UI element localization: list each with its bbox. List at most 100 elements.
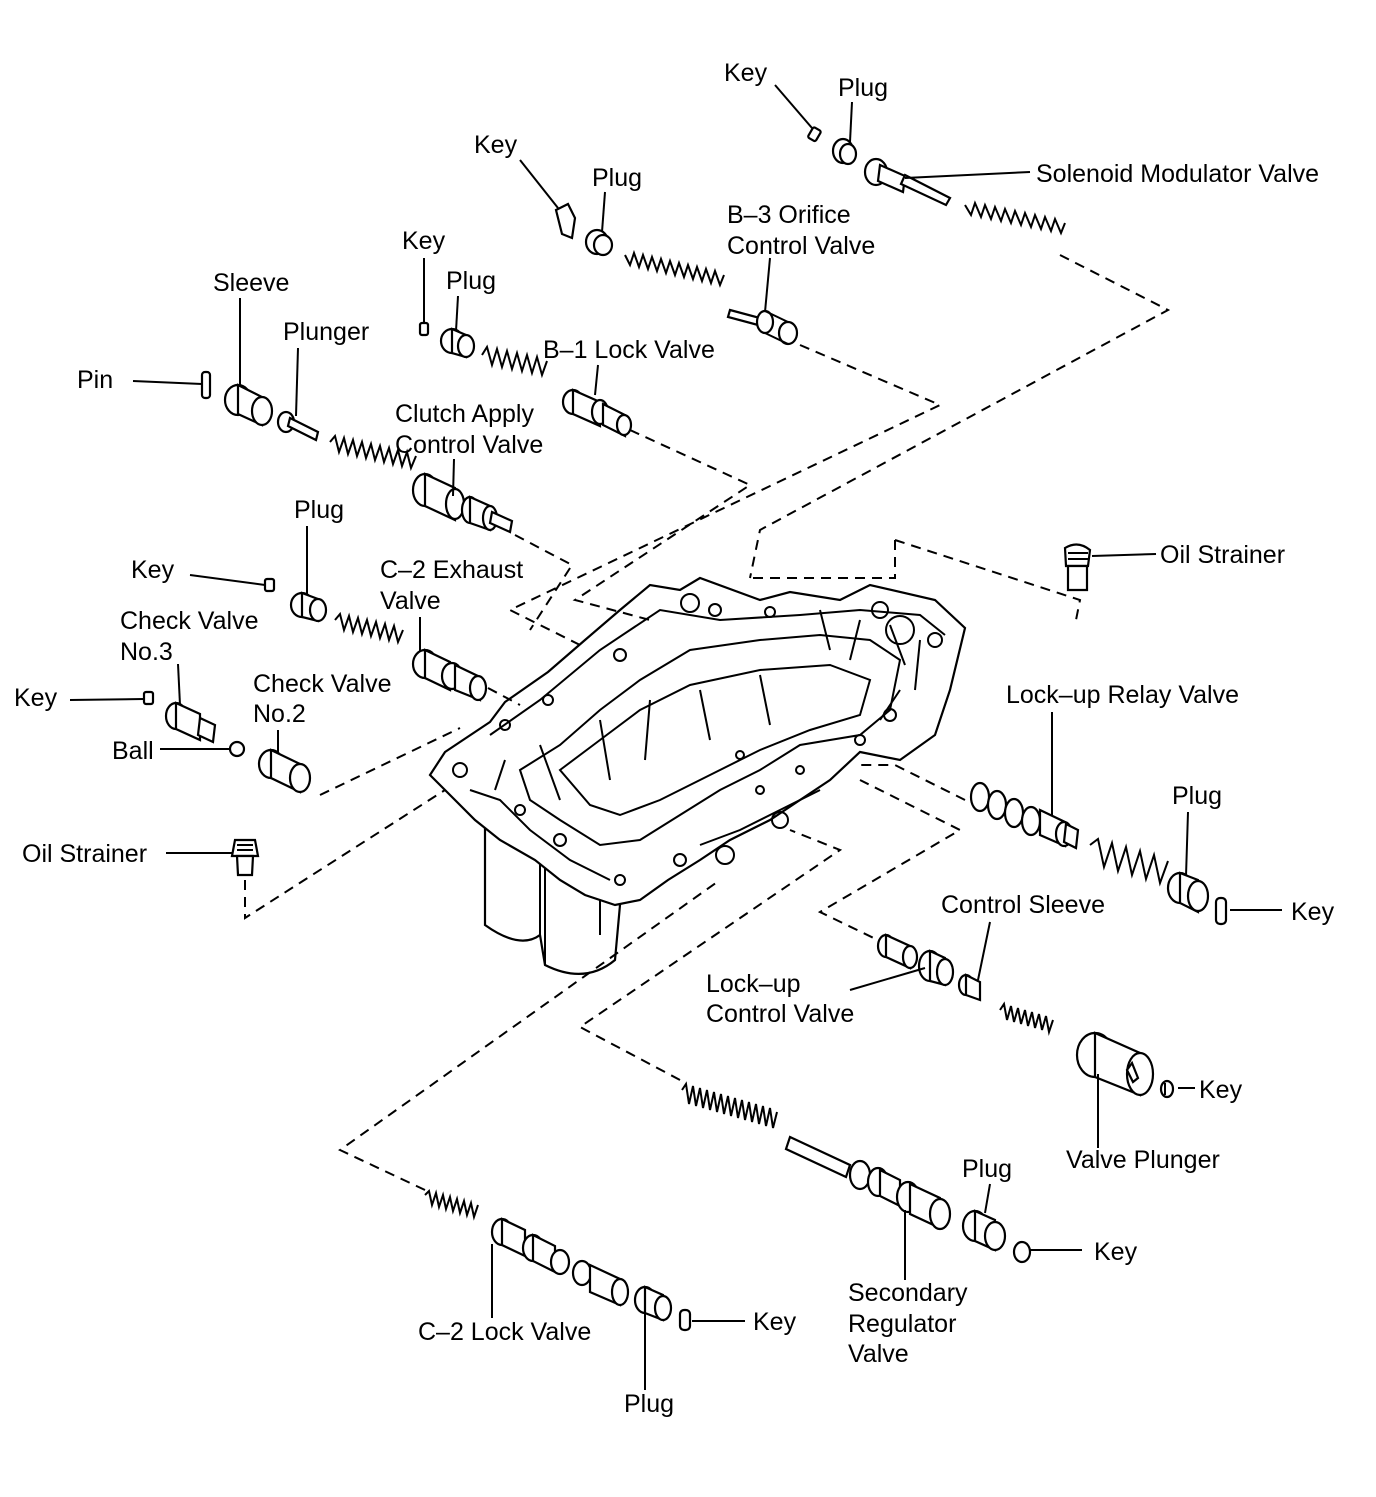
lockup-relay-valve-part [969,781,1080,850]
top-plug-part [831,137,858,166]
label-top-key: Key [724,59,768,87]
label-top-plug: Plug [838,74,888,102]
label-secondary-key: Key [1094,1238,1138,1266]
solenoid-spring [964,200,1066,236]
plunger-key-part [1159,1079,1175,1099]
label-check3-line2: No.3 [120,638,173,666]
label-check2-line2: No.2 [253,700,306,728]
label-lockup-control-line2: Control Valve [706,1000,854,1028]
label-valve-plunger: Valve Plunger [1066,1146,1220,1174]
b1-lock-valve-part [561,388,633,438]
label-c2-lock-plug: Plug [624,1390,674,1418]
b1-lock-group [418,321,633,438]
secondary-key-part [1012,1240,1032,1264]
label-oil-strainer-left: Oil Strainer [22,840,147,868]
clutch-apply-spring [329,433,417,472]
label-relay-plug: Plug [1172,782,1222,810]
solenoid-modulator-group [807,126,1066,236]
label-control-sleeve: Control Sleeve [941,891,1105,919]
valve-plunger-part [1075,1031,1155,1097]
c2-lock-plug-part [633,1285,673,1322]
label-oil-strainer-right: Oil Strainer [1160,541,1285,569]
plunger-part [276,410,320,442]
label-solenoid-modulator-valve: Solenoid Modulator Valve [1036,160,1319,188]
b1-spring [481,344,548,379]
sleeve-part [223,383,274,427]
check3-key-part [142,690,155,706]
label-c2-key: Key [131,556,175,584]
c2-lock-spring [424,1188,479,1221]
label-check3-key: Key [14,684,58,712]
lockup-control-valve-part [876,933,955,987]
relay-plug-part [1166,871,1210,914]
b3-plug-part [584,228,614,257]
c2-lock-key-part [678,1308,692,1332]
pin-part [200,370,212,400]
b1-plug-part [439,327,476,359]
check-valves-group [142,690,312,877]
c2-lock-valve-part [490,1217,630,1307]
lockup-relay-spring [1089,837,1169,887]
lockup-control-spring [999,1001,1054,1036]
b3-orifice-valve-part [726,308,799,346]
b1-key-part [418,321,430,337]
label-b1-key: Key [402,227,446,255]
oil-strainer-right-part [1063,543,1092,592]
valve-body [428,576,967,975]
clutch-apply-valve-part [411,472,514,534]
label-c2-exhaust-line1: C–2 Exhaust [380,556,523,584]
lockup-relay-group [969,781,1228,926]
c2-plug-part [289,591,328,623]
c2-key-part [263,577,276,593]
solenoid-modulator-valve-part [863,157,952,207]
secondary-regulator-valve-part [784,1135,952,1231]
b3-key-part [554,202,577,240]
secondary-plug-part [961,1209,1007,1252]
label-ball: Ball [112,737,154,765]
label-relay-key: Key [1291,898,1335,926]
label-b3-orifice-line2: Control Valve [727,232,875,260]
label-lockup-relay-valve: Lock–up Relay Valve [1006,681,1239,709]
label-clutch-apply-line2: Control Valve [395,431,543,459]
lockup-control-group [876,933,1175,1099]
label-plunger: Plunger [283,318,369,346]
oil-strainer-left-part [230,838,260,877]
c2-lock-group [424,1188,692,1332]
label-c2-lock-key: Key [753,1308,797,1336]
ball-part [228,740,246,758]
label-secondary-line1: Secondary [848,1279,968,1307]
label-plunger-key: Key [1199,1076,1243,1104]
label-c2-plug: Plug [294,496,344,524]
c2-exhaust-group [263,577,488,702]
label-secondary-line2: Regulator [848,1310,956,1338]
label-b3-plug: Plug [592,164,642,192]
clutch-apply-group [200,370,514,534]
label-b1-lock-valve: B–1 Lock Valve [543,336,715,364]
b3-spring [624,249,725,288]
label-leader-lines [69,84,1282,1390]
part-labels: Key Plug Solenoid Modulator Valve Key Pl… [14,59,1335,1418]
control-sleeve-part [957,973,982,1002]
label-check2-line1: Check Valve [253,670,392,698]
label-c2-lock-valve: C–2 Lock Valve [418,1318,591,1346]
label-clutch-apply-line1: Clutch Apply [395,400,534,428]
label-secondary-plug: Plug [962,1155,1012,1183]
secondary-spring [681,1081,778,1129]
c2-exhaust-spring [334,611,404,646]
check2-valve-part [257,748,312,794]
top-key-part [807,126,822,143]
secondary-regulator-group [681,1081,1032,1264]
valve-body-holes [452,593,943,886]
relay-key-part [1214,896,1228,926]
label-b3-key: Key [474,131,518,159]
label-c2-exhaust-line2: Valve [380,587,441,615]
dashed-assembly-lines [244,254,1171,1191]
check3-valve-part [164,701,217,744]
label-b1-plug: Plug [446,267,496,295]
label-b3-orifice-line1: B–3 Orifice [727,201,851,229]
label-pin: Pin [77,366,113,394]
label-check3-line1: Check Valve [120,607,259,635]
c2-exhaust-valve-part [411,648,488,702]
